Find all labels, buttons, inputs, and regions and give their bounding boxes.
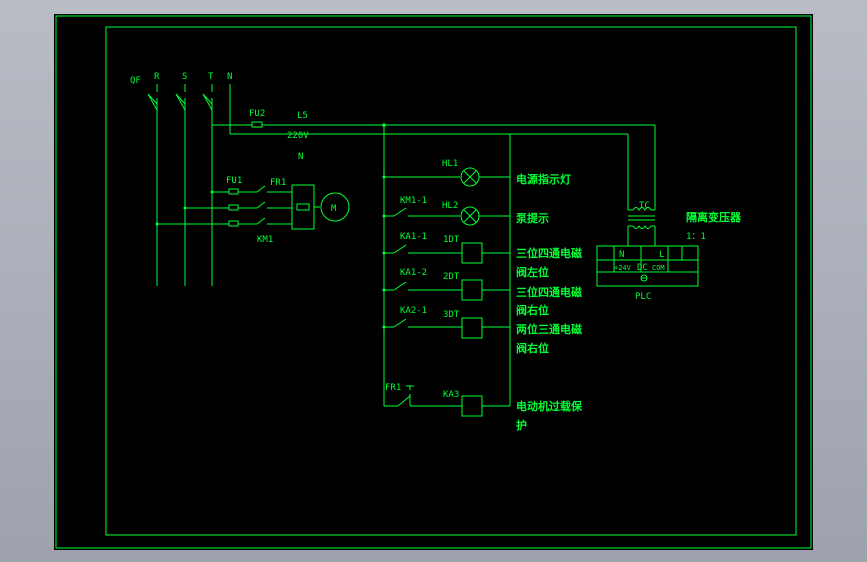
label-r: R [154, 72, 160, 82]
label-ka2-1: KA2-1 [400, 306, 427, 316]
desc-ka3-line1: 电动机过载保 [516, 399, 583, 413]
rung-1dt [382, 242, 510, 264]
breaker-qf [147, 84, 231, 286]
label-ka3: KA3 [443, 390, 459, 400]
desc-2dt-line1: 三位四通电磁 [516, 285, 582, 299]
label-hl1: HL1 [442, 159, 458, 169]
plc-left-sub: +24V [614, 264, 632, 272]
label-neutral: N [298, 152, 303, 162]
label-fu2: FU2 [249, 109, 265, 119]
plc-label: PLC [635, 292, 651, 302]
plc-terminal-l: L [659, 250, 664, 260]
label-2dt: 2DT [443, 272, 460, 282]
desc-2dt-line2: 阀右位 [516, 303, 549, 317]
drawing-canvas[interactable]: QF R S T N [54, 14, 813, 550]
desc-hl2: 泵提示 [516, 211, 549, 225]
label-km1-1: KM1-1 [400, 196, 427, 206]
rung-hl1 [382, 167, 510, 187]
label-1dt: 1DT [443, 235, 460, 245]
junction-dot [382, 123, 386, 127]
label-fr1: FR1 [270, 178, 286, 188]
transformer-ratio: 1：1 [686, 232, 706, 242]
schematic-diagram: QF R S T N [55, 15, 812, 549]
plc-dc: DC [637, 263, 648, 273]
label-ka1-1: KA1-1 [400, 232, 427, 242]
label-s: S [182, 72, 187, 82]
rung-2dt [382, 279, 510, 301]
transformer-tc [627, 125, 656, 246]
label-qf: QF [130, 76, 141, 86]
transformer-name: 隔离变压器 [686, 210, 742, 224]
desc-3dt-line2: 阀右位 [516, 341, 549, 355]
desc-1dt-line2: 阀左位 [516, 265, 549, 279]
label-fr1-contact: FR1 [385, 383, 401, 393]
outer-frame [55, 15, 812, 549]
rung-hl2 [382, 206, 510, 226]
fuse-fu2 [251, 121, 263, 128]
plc-right-sub: COM [652, 264, 665, 272]
motor-branch [155, 184, 350, 230]
desc-hl1: 电源指示灯 [516, 172, 571, 186]
label-hl2: HL2 [442, 201, 458, 211]
label-n: N [227, 72, 232, 82]
motor-symbol [320, 192, 350, 222]
desc-1dt-line1: 三位四通电磁 [516, 246, 582, 260]
inner-frame [105, 26, 797, 536]
desc-3dt-line1: 两位三通电磁 [516, 322, 582, 336]
plc-terminal-n: N [619, 250, 624, 260]
plc-block [596, 245, 699, 287]
rung-ka3 [384, 385, 510, 417]
label-motor: M [331, 204, 337, 214]
desc-ka3-line2: 护 [516, 418, 527, 432]
label-tc: TC [639, 201, 650, 211]
label-ka1-2: KA1-2 [400, 268, 427, 278]
rung-3dt [382, 317, 510, 339]
label-l5: L5 [297, 111, 308, 121]
label-voltage: 220V [287, 131, 309, 141]
label-t: T [208, 72, 214, 82]
label-3dt: 3DT [443, 310, 460, 320]
label-fu1: FU1 [226, 176, 242, 186]
label-km1: KM1 [257, 235, 273, 245]
